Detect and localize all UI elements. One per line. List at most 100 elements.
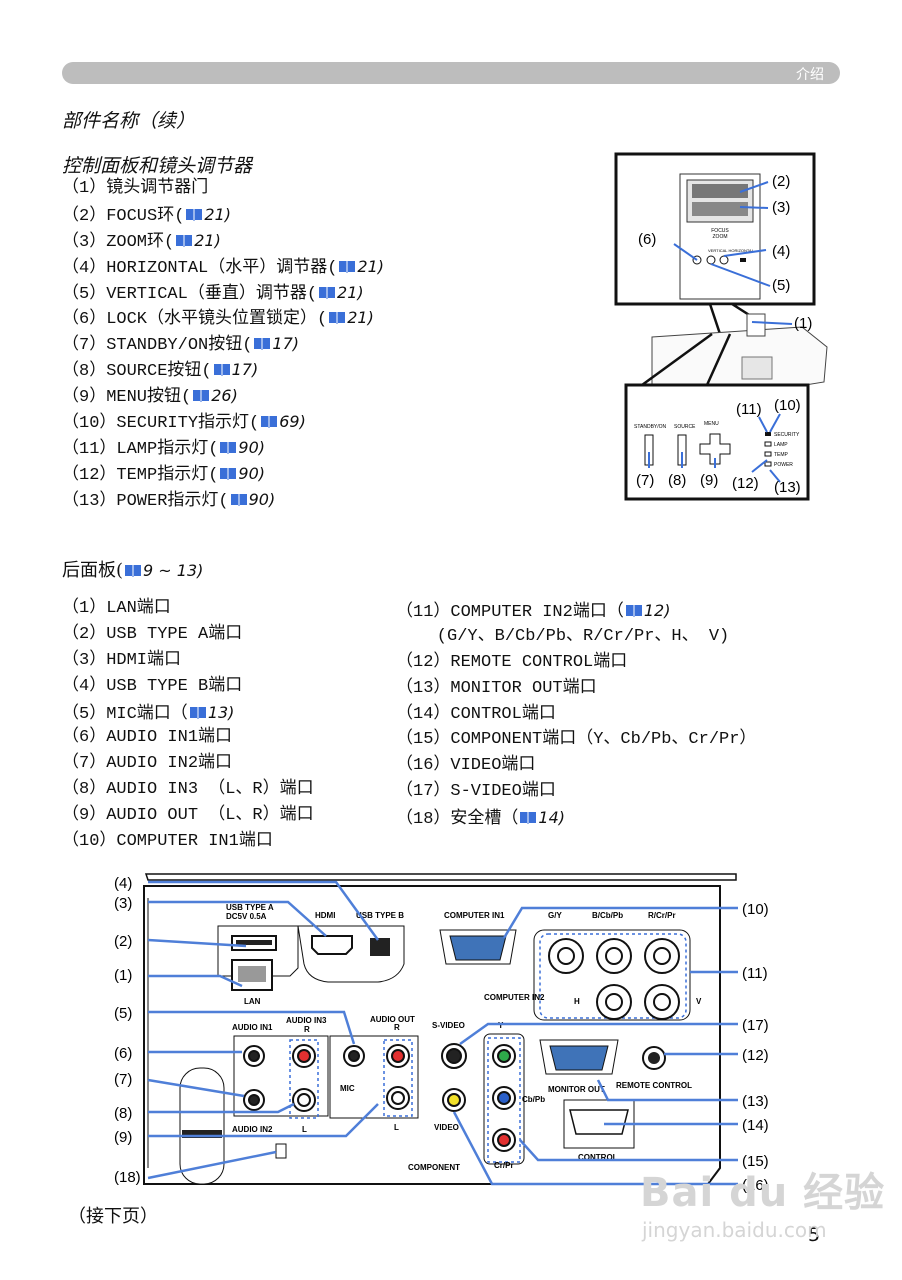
book-icon — [213, 364, 230, 377]
rear-item: （14）CONTROL端口 — [396, 702, 756, 728]
control-item-text: （11）LAMP指示灯( — [62, 439, 219, 459]
callout-r3: (3) — [114, 895, 132, 912]
control-panel-figure: FOCUS ZOOM VERTICAL HORIZONTAL (2) (3) (… — [614, 152, 828, 501]
callout-r16: (16) — [742, 1177, 769, 1194]
control-item-ref: 21) — [357, 256, 385, 276]
callout-r2: (2) — [114, 933, 132, 950]
rear-item: （13）MONITOR OUT端口 — [396, 676, 756, 702]
book-icon — [339, 260, 356, 273]
rear-item-text: （13）MONITOR OUT端口 — [396, 678, 597, 698]
book-icon — [176, 234, 193, 247]
rear-item-text: （4）USB TYPE B端口 — [62, 676, 243, 696]
callout-r10: (10) — [742, 901, 769, 918]
lbl-crpr: Cr/Pr — [494, 1161, 514, 1170]
callout-r11: (11) — [742, 965, 768, 982]
rear-title: 后面板(9 ~ 13) — [62, 556, 203, 582]
lbl-gy: G/Y — [548, 911, 562, 920]
lbl-bcbpb: B/Cb/Pb — [592, 911, 623, 920]
control-item: （3）ZOOM环(21) — [62, 228, 384, 254]
watermark-url: jingyan.baidu.com — [642, 1218, 827, 1242]
svg-text:VERTICAL HORIZONTAL: VERTICAL HORIZONTAL — [708, 248, 755, 253]
callout-8: (8) — [668, 472, 686, 489]
lbl-video: VIDEO — [434, 1123, 459, 1132]
control-item-ref: 90) — [238, 437, 266, 457]
lbl-y: Y — [498, 1021, 504, 1030]
control-item-ref: 21) — [204, 204, 232, 224]
rear-item: （6）AUDIO IN1端口 — [62, 725, 314, 751]
callout-r18: (18) — [114, 1169, 141, 1186]
page-number: 5 — [808, 1224, 821, 1246]
rear-item-ref: 13) — [207, 702, 235, 722]
rear-item: （10）COMPUTER IN1端口 — [62, 829, 314, 855]
callout-13: (13) — [774, 479, 801, 496]
book-icon — [625, 605, 642, 617]
callout-r1: (1) — [114, 967, 132, 984]
callout-1: (1) — [794, 315, 812, 332]
rear-item: （5）MIC端口（13) — [62, 700, 314, 726]
rear-item: （1）LAN端口 — [62, 596, 314, 622]
lbl-mic: MIC — [340, 1084, 355, 1093]
control-item-text: （7）STANDBY/ON按钮( — [62, 336, 253, 356]
lbl-l-in3: L — [302, 1125, 307, 1134]
rear-item-text: （8）AUDIO IN3 （L、R）端口 — [62, 780, 314, 800]
watermark: Bai du 经验 jingyan.baidu.com — [640, 1160, 885, 1242]
rear-item: (G/Y、B/Cb/Pb、R/Cr/Pr、H、 V) — [396, 624, 756, 650]
rear-item-text: （15）COMPONENT端口（Y、Cb/Pb、Cr/Pr） — [396, 730, 757, 750]
rear-item: （9）AUDIO OUT （L、R）端口 — [62, 803, 314, 829]
control-item: （13）POWER指示灯(90) — [62, 487, 384, 513]
lbl-audio-in3: AUDIO IN3 — [286, 1016, 327, 1025]
lbl-audio-in2: AUDIO IN2 — [232, 1125, 273, 1134]
rear-item-text: （9）AUDIO OUT （L、R）端口 — [62, 806, 314, 826]
book-icon — [186, 208, 203, 221]
book-icon — [319, 286, 336, 299]
lbl-remote-control: REMOTE CONTROL — [616, 1081, 692, 1090]
callout-r8: (8) — [114, 1105, 132, 1122]
control-item-text: （12）TEMP指示灯( — [62, 465, 219, 485]
control-item-text: （13）POWER指示灯( — [62, 491, 229, 511]
book-icon — [254, 338, 271, 351]
control-title: 控制面板和镜头调节器 — [62, 155, 253, 177]
rear-item-text: （6）AUDIO IN1端口 — [62, 728, 233, 748]
book-icon — [220, 467, 237, 480]
lbl-lan: LAN — [244, 997, 261, 1006]
control-list: （1）镜头调节器门（2）FOCUS环(21)（3）ZOOM环(21)（4）HOR… — [62, 176, 384, 513]
lbl-rcrpr: R/Cr/Pr — [648, 911, 676, 920]
rear-item: （17）S-VIDEO端口 — [396, 779, 756, 805]
header-bar: 介绍 — [62, 62, 840, 84]
rear-title-text: 后面板( — [62, 560, 124, 581]
callout-r12: (12) — [742, 1047, 769, 1064]
rear-item: （15）COMPONENT端口（Y、Cb/Pb、Cr/Pr） — [396, 727, 756, 753]
rear-item-ref: 12) — [643, 601, 671, 620]
control-item-text: （5）VERTICAL（垂直）调节器( — [62, 284, 318, 304]
rear-item: （3）HDMI端口 — [62, 648, 314, 674]
ind-temp: TEMP — [774, 452, 789, 458]
lbl-v: V — [696, 997, 702, 1006]
control-item-text: （8）SOURCE按钮( — [62, 362, 212, 382]
ind-security: SECURITY — [774, 432, 800, 438]
rear-item: （4）USB TYPE B端口 — [62, 674, 314, 700]
btn-label-standby: STANDBY/ON — [634, 424, 667, 430]
book-icon — [125, 565, 142, 577]
callout-4: (4) — [772, 243, 790, 260]
book-icon — [193, 390, 210, 403]
callout-6: (6) — [638, 231, 656, 248]
control-item-text: （6）LOCK（水平镜头位置锁定）( — [62, 310, 328, 330]
rear-item-text: （12）REMOTE CONTROL端口 — [396, 652, 628, 672]
book-icon — [220, 441, 237, 454]
btn-label-menu: MENU — [704, 421, 719, 427]
lbl-s-video: S-VIDEO — [432, 1021, 465, 1030]
lbl-r-out: R — [394, 1023, 400, 1032]
control-item: （5）VERTICAL（垂直）调节器(21) — [62, 280, 384, 306]
rear-item-text: （17）S-VIDEO端口 — [396, 782, 556, 802]
control-item-ref: 17) — [272, 334, 300, 354]
callout-5: (5) — [772, 277, 790, 294]
callout-r14: (14) — [742, 1117, 769, 1134]
rear-item-text: （16）VIDEO端口 — [396, 756, 536, 776]
callout-r7: (7) — [114, 1071, 132, 1088]
rear-item: （16）VIDEO端口 — [396, 753, 756, 779]
lbl-monitor-out: MONITOR OUT — [548, 1085, 605, 1094]
lbl-cbpb: Cb/Pb — [522, 1095, 545, 1104]
callout-12: (12) — [732, 475, 759, 492]
lbl-control: CONTROL — [578, 1153, 618, 1162]
rear-item: （18）安全槽（14) — [396, 805, 756, 831]
